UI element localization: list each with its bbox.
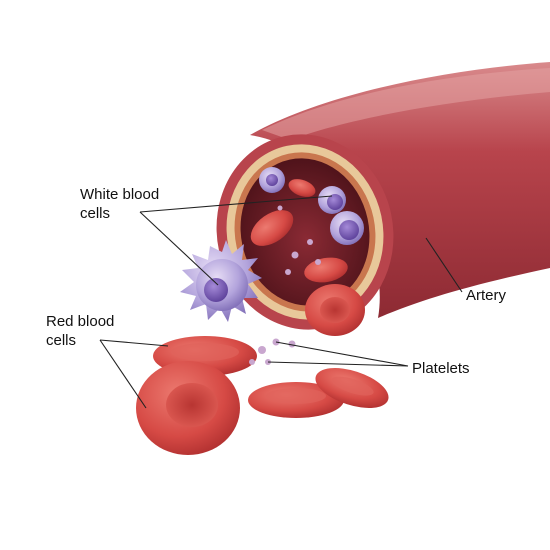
- red-blood-cell-inner-1: [250, 210, 294, 246]
- platelet-inner-4: [285, 269, 291, 275]
- white-blood-cell-large: [180, 240, 262, 322]
- platelet-inner-1: [291, 251, 299, 259]
- white-blood-cell-inner-1: [259, 167, 285, 193]
- label-platelets: Platelets: [412, 360, 470, 377]
- platelet-inner-2: [307, 239, 313, 245]
- leader-lines: [99, 195, 463, 409]
- leader-white-1: [139, 195, 333, 213]
- platelet-outer-4: [249, 359, 255, 365]
- platelet-inner-3: [315, 259, 321, 265]
- leader-artery: [425, 237, 463, 293]
- label-white-blood-cells: White blood cells: [80, 186, 160, 222]
- white-blood-cell-inner-2: [318, 186, 346, 214]
- label-artery: Artery: [466, 287, 507, 304]
- leader-red-2: [99, 339, 147, 409]
- leader-platelets-2: [267, 361, 409, 367]
- leader-red-1: [99, 339, 169, 347]
- label-red-blood-cells: Red blood cells: [46, 313, 115, 349]
- platelet-outer-1: [258, 346, 266, 354]
- red-blood-cell-inner-2: [288, 179, 316, 197]
- red-blood-cell-front: [136, 361, 240, 455]
- red-blood-cell-right-1: [248, 382, 344, 418]
- leader-platelets-1: [275, 341, 409, 367]
- leader-white-2: [139, 211, 219, 286]
- white-blood-cell-inner-3: [330, 211, 364, 245]
- red-blood-cell-opening: [305, 284, 365, 336]
- platelet-inner-5: [277, 205, 283, 211]
- artery-highlight: [262, 68, 550, 140]
- red-blood-cell-right-2: [315, 368, 389, 408]
- red-blood-cell-inner-3: [304, 257, 348, 283]
